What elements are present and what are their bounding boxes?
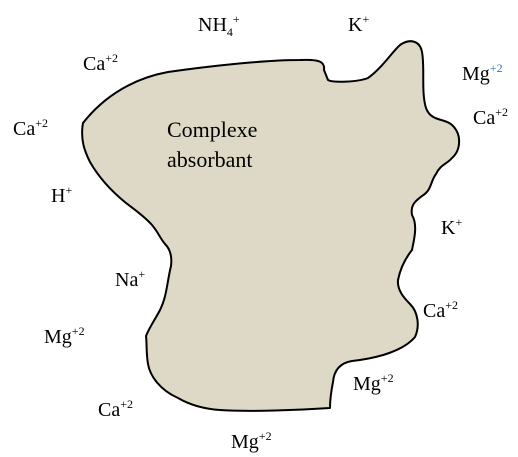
ion-k-top: K+	[348, 12, 370, 36]
ion-ca-left: Ca+2	[13, 116, 48, 140]
ion-ca-right: Ca+2	[473, 105, 508, 129]
ion-nh4-top: NH4+	[198, 12, 240, 39]
ion-mg-bottom: Mg+2	[231, 429, 272, 453]
ion-mg-lower-left: Mg+2	[44, 324, 85, 348]
complex-title-line2: absorbant	[167, 147, 253, 172]
absorbent-complex-shape	[81, 40, 461, 412]
ion-na-left: Na+	[115, 267, 146, 291]
ion-mg-bottom-right: Mg+2	[353, 371, 394, 395]
ion-ca-bottom-left: Ca+2	[98, 397, 133, 421]
complex-title: Complexe absorbant	[167, 115, 257, 175]
complex-title-line1: Complexe	[167, 117, 258, 142]
ion-h-left: H+	[51, 183, 73, 207]
ion-ca-lower-right: Ca+2	[423, 298, 458, 322]
ion-ca-top-left: Ca+2	[83, 51, 118, 75]
ion-k-right: K+	[441, 215, 463, 239]
ion-mg-top-right: Mg+2	[462, 61, 503, 85]
